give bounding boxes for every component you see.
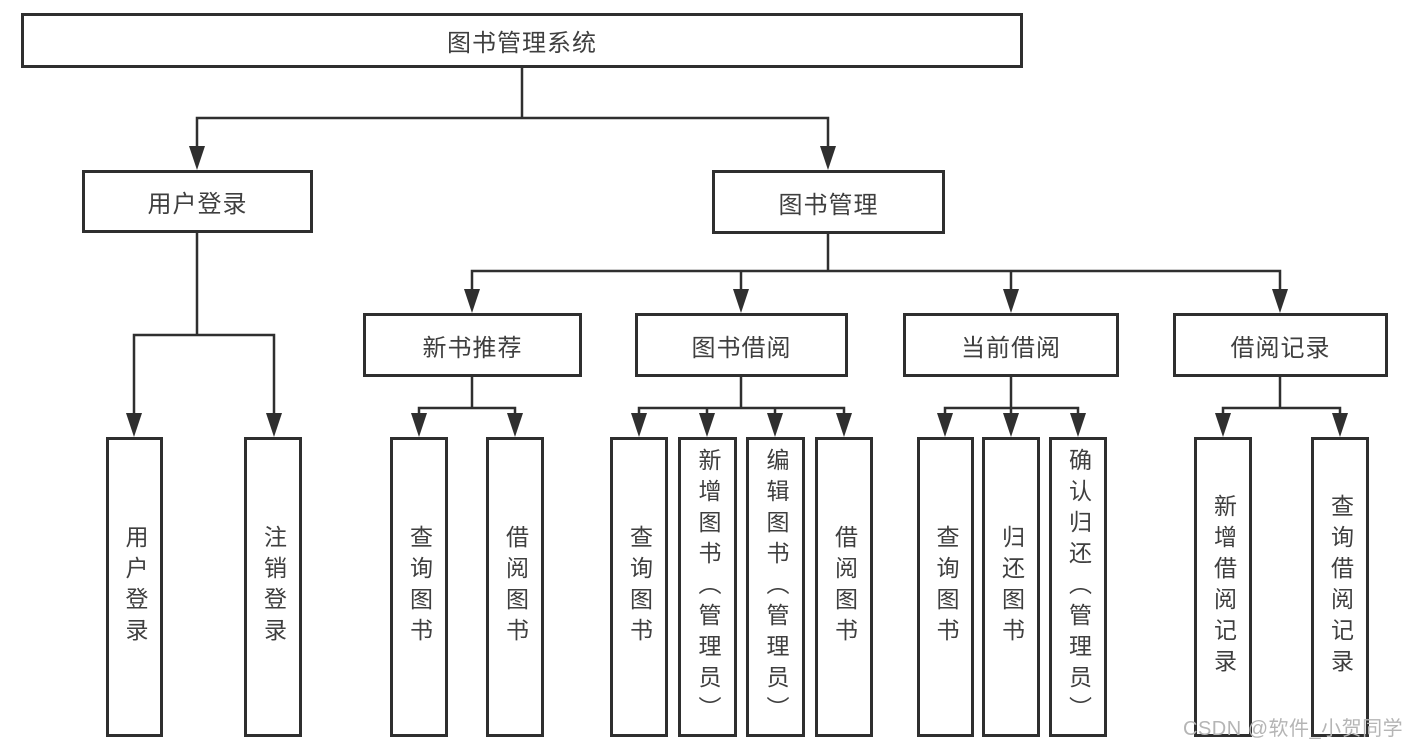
node-level3-borrow-records: 借阅记录 — [1173, 313, 1388, 377]
node-level3-book-borrow: 图书借阅 — [635, 313, 848, 377]
leaf-user-login: 用户登录 — [106, 437, 163, 737]
leaf-logout: 注销登录 — [244, 437, 302, 737]
leaf-borrow-add-books-admin: 新增图书（管理员） — [678, 437, 737, 737]
node-level3-new-book-recommend: 新书推荐 — [363, 313, 582, 377]
leaf-newbooks-query-books: 查询图书 — [390, 437, 448, 737]
leaf-current-confirm-return-admin: 确认归还（管理员） — [1049, 437, 1107, 737]
leaf-records-add-record: 新增借阅记录 — [1194, 437, 1252, 737]
node-root: 图书管理系统 — [21, 13, 1023, 68]
node-level2-book-management: 图书管理 — [712, 170, 945, 234]
node-level3-current-borrow: 当前借阅 — [903, 313, 1119, 377]
leaf-current-return-books: 归还图书 — [982, 437, 1040, 737]
leaf-current-query-books: 查询图书 — [917, 437, 974, 737]
leaf-borrow-edit-books-admin: 编辑图书（管理员） — [746, 437, 805, 737]
node-level2-user-login: 用户登录 — [82, 170, 313, 233]
leaf-records-query-record: 查询借阅记录 — [1311, 437, 1369, 737]
leaf-borrow-borrow-books: 借阅图书 — [815, 437, 873, 737]
leaf-newbooks-borrow-books: 借阅图书 — [486, 437, 544, 737]
csdn-watermark: CSDN @软件_小贺同学 — [1183, 718, 1404, 740]
leaf-borrow-query-books: 查询图书 — [610, 437, 668, 737]
